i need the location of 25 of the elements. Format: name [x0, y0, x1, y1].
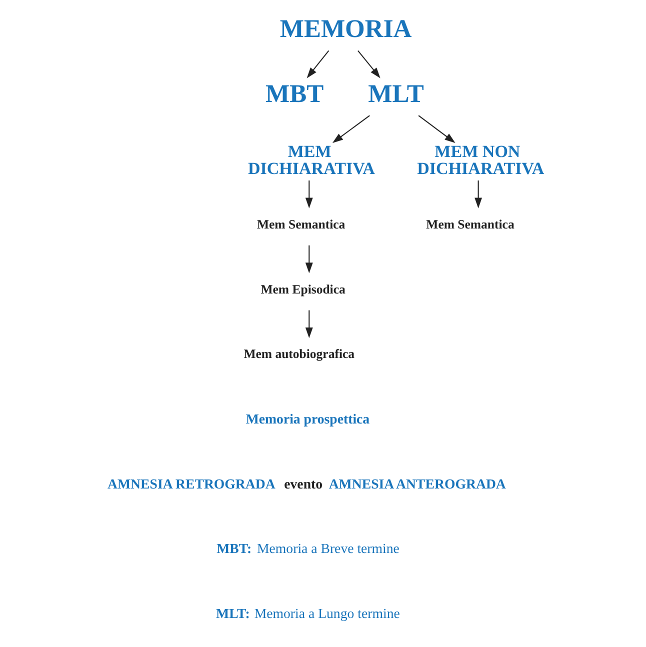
arrow — [304, 245, 312, 274]
node-text: Mem Episodica — [260, 282, 345, 296]
arrow — [306, 50, 329, 78]
node-text: Mem autobiografica — [243, 347, 354, 362]
label: MLT: — [216, 606, 250, 622]
node-text: MEM DICHIARATIVA — [247, 142, 374, 178]
label: evento — [284, 476, 322, 492]
label: Memoria a Breve termine — [256, 541, 399, 556]
node-text: Mem Semantica — [426, 217, 514, 232]
arrow — [357, 50, 380, 78]
arrow — [332, 115, 370, 144]
label: MBT: — [216, 541, 252, 556]
arrow — [418, 115, 455, 144]
label: Memoria prospettica — [245, 411, 370, 426]
node-text: Mem Semantica — [256, 217, 345, 232]
arrow — [474, 180, 482, 208]
arrow — [304, 180, 312, 208]
label: AMNESIA ANTEROGRADA — [328, 476, 506, 492]
node-text: MBT — [265, 78, 324, 108]
node-text: MEM NON DICHIARATIVA — [416, 142, 544, 178]
label: Memoria a Lungo termine — [254, 606, 400, 622]
node-text: MLT — [368, 78, 424, 108]
arrow — [304, 310, 312, 338]
label: AMNESIA RETROGRADA — [107, 476, 275, 492]
node-text: MEMORIA — [279, 14, 412, 43]
